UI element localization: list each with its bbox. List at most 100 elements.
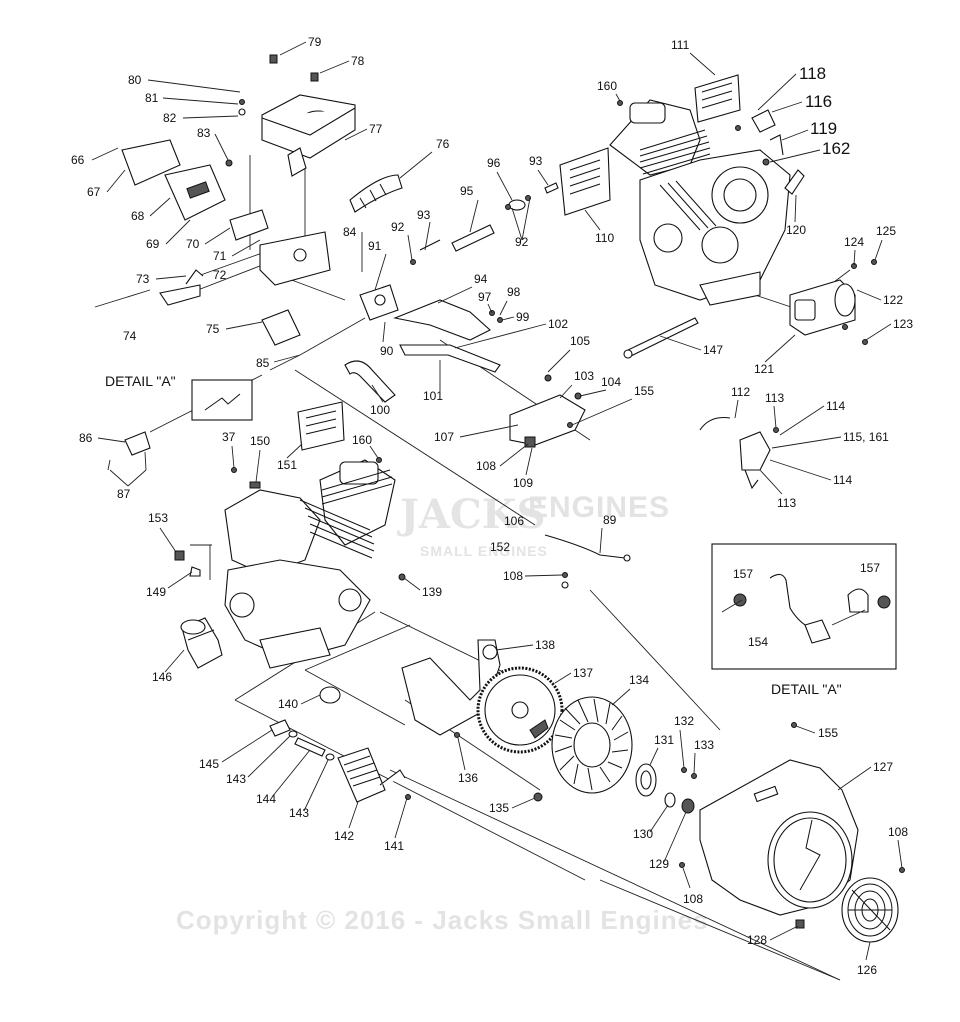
svg-text:JACKS: JACKS [397,491,545,538]
callout-75: 75 [206,322,220,336]
watermark-logo: JACKS ENGINES SMALL ENGINES [397,491,669,559]
callout-77: 77 [369,122,383,136]
wire-89 [544,534,631,562]
callout-67: 67 [87,185,101,199]
callout-74: 74 [123,329,137,343]
small-fasteners-top [225,54,319,167]
callout-154: 154 [748,635,768,649]
air-cleaner-base [259,231,331,286]
callout-115: 115, 161 [843,430,889,444]
copyright-watermark: Copyright © 2016 - Jacks Small Engines [176,905,709,935]
callout-147: 147 [703,343,723,357]
engine-front-fins [299,469,393,559]
callout-130: 130 [633,827,653,841]
callout-71: 71 [213,249,227,263]
callout-68: 68 [131,209,145,223]
callout-135: 135 [489,801,509,815]
callout-114a: 114 [826,399,845,413]
callout-104: 104 [601,375,621,389]
callout-145: 145 [199,757,219,771]
intake-manifold-94 [393,299,491,341]
callout-101: 101 [423,389,443,403]
label-plate-111 [694,74,741,123]
callout-128: 128 [747,933,767,947]
callout-102: 102 [548,317,568,331]
callout-108c: 108 [683,892,703,906]
callout-labels: 80 81 82 79 78 77 83 66 67 68 69 70 71 7… [71,35,913,977]
callout-129: 129 [649,857,669,871]
starter-motor-121 [789,279,856,336]
callout-137: 137 [573,666,593,680]
callout-160b: 160 [352,433,372,447]
small-fasteners-bottom [405,722,905,929]
callout-119: 119 [810,119,837,138]
callout-120: 120 [786,223,806,237]
callout-76: 76 [436,137,450,151]
callout-155b: 155 [818,726,838,740]
detail-a-box [711,543,897,670]
label-plate-151 [297,401,345,451]
callout-66: 66 [71,153,85,167]
callout-81: 81 [145,91,159,105]
callout-98: 98 [507,285,521,299]
air-cleaner-cover [261,94,356,177]
air-filter-element [121,139,226,221]
callout-106: 106 [504,514,524,528]
callout-143b: 143 [289,806,309,820]
callout-140: 140 [278,697,298,711]
callout-153: 153 [148,511,168,525]
callout-100: 100 [370,403,390,417]
callout-85: 85 [256,356,270,370]
callout-155a: 155 [634,384,654,398]
sensor-86 [107,431,151,471]
label-plate-110 [559,147,611,216]
oil-filter-146 [180,617,223,669]
carburetor-91 [359,284,399,321]
callout-108a: 108 [476,459,496,473]
callout-110: 110 [595,231,614,245]
callout-121: 121 [754,362,774,376]
callout-84: 84 [343,225,357,239]
callout-150: 150 [250,434,270,448]
callout-96: 96 [487,156,501,170]
spark-plug-120 [784,169,805,195]
air-cleaner-gasket [229,209,269,241]
callout-69: 69 [146,237,160,251]
callout-131: 131 [654,733,674,747]
small-fasteners-right [410,100,877,433]
callout-108b: 108 [503,569,523,583]
callout-136: 136 [458,771,478,785]
callout-78: 78 [351,54,365,68]
callout-151: 151 [277,458,297,472]
exhaust-pipes [344,344,501,403]
callout-113a: 113 [765,391,784,405]
intake-tube-95 [419,182,559,252]
callout-108d: 108 [888,825,908,839]
callout-111: 111 [671,38,690,52]
governor-linkage-112 [699,416,771,490]
flywheel-137 [476,666,564,754]
fuel-line-parts [269,719,335,761]
callout-124: 124 [844,235,864,249]
callout-118: 118 [799,64,826,83]
callout-143a: 143 [226,772,246,786]
callout-93a: 93 [417,208,431,222]
callout-157a: 157 [733,567,753,581]
callout-90: 90 [380,344,394,358]
callout-79: 79 [308,35,322,49]
callout-157b: 157 [860,561,880,575]
callout-139: 139 [422,585,442,599]
detail-a-caption-top: DETAIL "A" [105,373,176,389]
callout-122: 122 [883,293,903,307]
callout-141: 141 [384,839,404,853]
callout-103: 103 [574,369,594,383]
callout-94: 94 [474,272,488,286]
callout-92a: 92 [391,220,405,234]
callout-70: 70 [186,237,200,251]
callout-125: 125 [876,224,896,238]
callout-123: 123 [893,317,913,331]
callout-149: 149 [146,585,166,599]
rotating-screen-126 [841,877,899,943]
callout-72: 72 [213,268,227,282]
callout-138: 138 [535,638,555,652]
